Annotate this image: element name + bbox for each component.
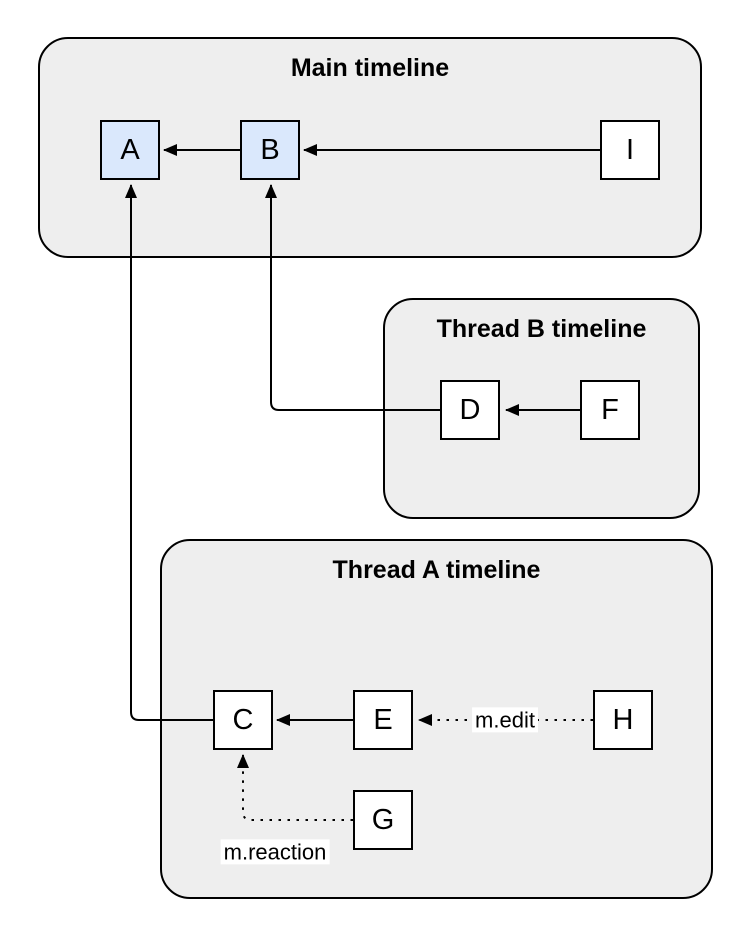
node-d: D — [440, 380, 500, 440]
edge-label-m-reaction: m.reaction — [220, 839, 330, 865]
node-c: C — [213, 690, 273, 750]
node-e-label: E — [373, 703, 393, 736]
thread-b-timeline-title: Thread B timeline — [436, 315, 647, 343]
node-g-label: G — [371, 803, 395, 836]
node-i: I — [600, 120, 660, 180]
node-g: G — [353, 790, 413, 850]
node-a: A — [100, 120, 160, 180]
main-timeline-title: Main timeline — [290, 54, 450, 82]
node-f: F — [580, 380, 640, 440]
node-e: E — [353, 690, 413, 750]
node-b: B — [240, 120, 300, 180]
node-h-label: H — [612, 703, 634, 736]
node-c-label: C — [232, 703, 254, 736]
node-i-label: I — [625, 133, 635, 166]
node-b-label: B — [260, 133, 280, 166]
node-h: H — [593, 690, 653, 750]
edge-label-m-edit: m.edit — [472, 707, 538, 733]
thread-a-timeline-title: Thread A timeline — [332, 556, 541, 584]
container-thread-b-timeline: Thread B timeline — [383, 298, 700, 519]
node-a-label: A — [120, 133, 140, 166]
node-f-label: F — [601, 393, 619, 426]
node-d-label: D — [459, 393, 481, 426]
